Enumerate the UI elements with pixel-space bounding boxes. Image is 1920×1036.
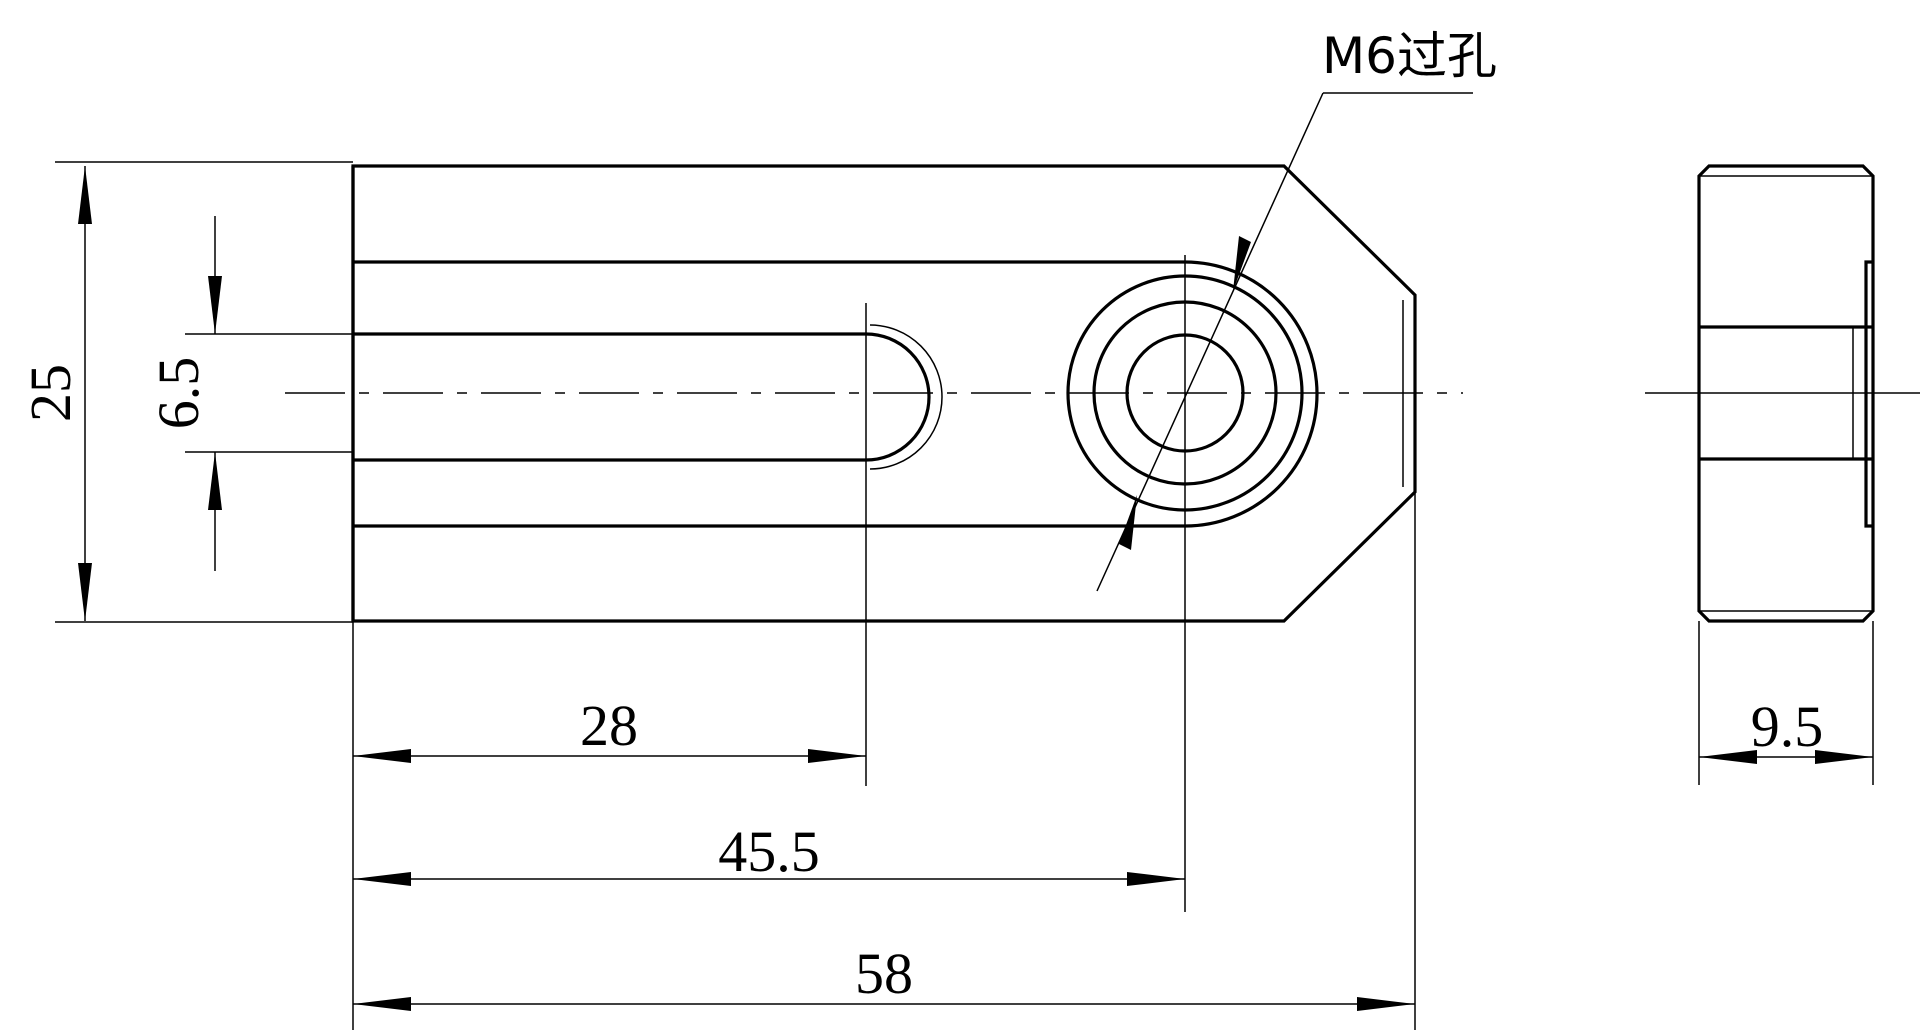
callout-text-m6-through-hole: M6过孔 xyxy=(1322,27,1497,85)
dimension-thickness: 9.5 xyxy=(1698,621,1874,785)
arrowhead xyxy=(808,749,866,763)
arrowhead xyxy=(1233,236,1251,291)
arrowhead xyxy=(208,276,222,334)
dimension-text-28: 28 xyxy=(580,693,638,758)
dimension-text-45-5: 45.5 xyxy=(718,819,820,884)
arrowhead xyxy=(78,166,92,224)
arrowhead xyxy=(78,563,92,621)
arrowhead xyxy=(1699,750,1757,764)
arrowhead xyxy=(1119,495,1137,550)
dimension-overall-width: 25 xyxy=(18,161,353,623)
side-view xyxy=(1697,164,1875,623)
slot-outline xyxy=(353,332,931,462)
arrowhead xyxy=(353,749,411,763)
side-view-outline xyxy=(1697,164,1875,623)
hole-callout: M6过孔 xyxy=(1096,27,1497,592)
dimension-text-9-5: 9.5 xyxy=(1751,694,1824,759)
step-upper-line xyxy=(353,260,1319,528)
horizontal-dimensions: 28 45.5 58 xyxy=(352,492,1416,1030)
side-slot-relief xyxy=(1864,260,1873,528)
slot-inner-arc xyxy=(869,324,943,470)
arrowhead xyxy=(353,997,411,1011)
arrowhead xyxy=(353,872,411,886)
arrowhead xyxy=(1357,997,1415,1011)
dimension-text-6-5: 6.5 xyxy=(146,357,211,430)
dimension-slot-width: 6.5 xyxy=(146,216,353,571)
arrowhead xyxy=(1815,750,1873,764)
dimension-text-58: 58 xyxy=(855,941,913,1006)
dimension-text-25: 25 xyxy=(18,364,83,422)
arrowhead xyxy=(1127,872,1185,886)
arrowhead xyxy=(208,452,222,510)
